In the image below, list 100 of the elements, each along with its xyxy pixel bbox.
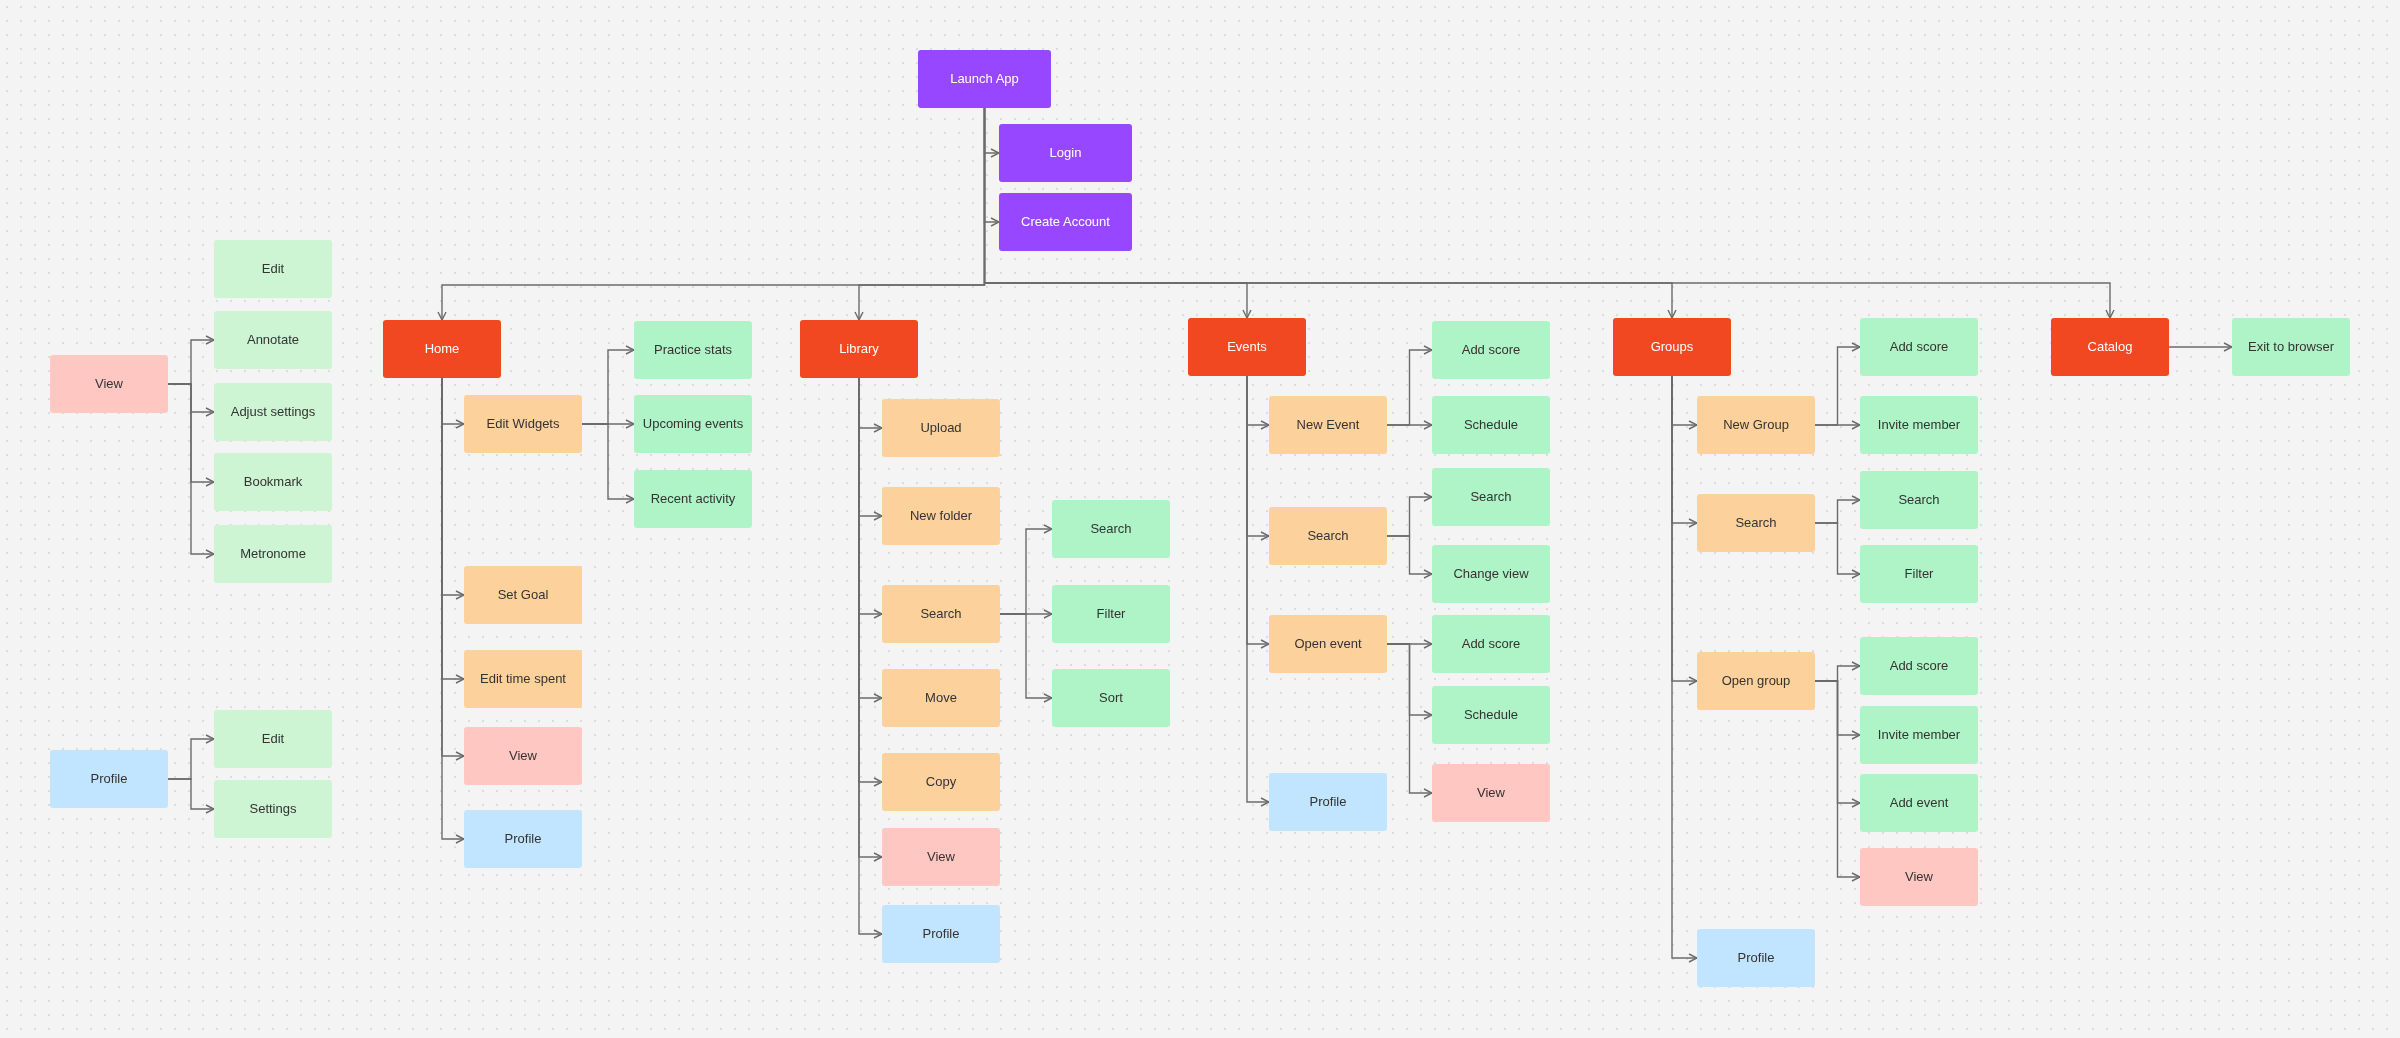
node-label: New folder bbox=[908, 508, 974, 524]
arrow bbox=[1814, 522, 1861, 579]
option-box bbox=[1052, 585, 1170, 643]
action-box bbox=[464, 566, 582, 624]
view-box bbox=[50, 355, 168, 413]
node-label: Metronome bbox=[239, 546, 307, 562]
option-box bbox=[1860, 774, 1978, 832]
node-label: Filter bbox=[1095, 606, 1127, 622]
node-label: Add score bbox=[1888, 339, 1950, 355]
node-label: Events bbox=[1226, 339, 1268, 355]
node-label: Profile bbox=[1308, 794, 1348, 810]
section-box bbox=[2051, 318, 2169, 376]
view-box bbox=[464, 727, 582, 785]
action-box bbox=[882, 585, 1000, 643]
node-label: Add score bbox=[1460, 342, 1522, 358]
node-label: Groups bbox=[1649, 339, 1695, 355]
node-label: New Event bbox=[1295, 417, 1361, 433]
arrow bbox=[167, 778, 215, 814]
option-box bbox=[1432, 396, 1550, 454]
node-label: Profile bbox=[921, 926, 961, 942]
node-label: Recent activity bbox=[649, 491, 737, 507]
action-box bbox=[464, 395, 582, 453]
node-label: Bookmark bbox=[242, 474, 304, 490]
option-box bbox=[214, 383, 332, 441]
node-label: Schedule bbox=[1462, 707, 1520, 723]
node-label: Search bbox=[919, 606, 963, 622]
section-box bbox=[1188, 318, 1306, 376]
option-box bbox=[1860, 471, 1978, 529]
node-label: New Group bbox=[1722, 417, 1790, 433]
node-label: Upload bbox=[919, 420, 963, 436]
node-label: Open event bbox=[1293, 636, 1363, 652]
action-box bbox=[882, 399, 1000, 457]
node-label: Profile bbox=[89, 771, 129, 787]
node-label: View bbox=[926, 849, 956, 865]
node-label: View bbox=[1904, 869, 1934, 885]
option-box bbox=[1860, 706, 1978, 764]
action-box bbox=[1697, 494, 1815, 552]
node-label: Upcoming events bbox=[641, 416, 745, 432]
node-label: Home bbox=[423, 341, 461, 357]
action-box bbox=[882, 669, 1000, 727]
node-label: Invite member bbox=[1876, 417, 1962, 433]
node-label: Schedule bbox=[1462, 417, 1520, 433]
option-box bbox=[1860, 396, 1978, 454]
option-box bbox=[1052, 669, 1170, 727]
option-box bbox=[1052, 500, 1170, 558]
node-label: Profile bbox=[1736, 950, 1776, 966]
option-box bbox=[214, 780, 332, 838]
option-box bbox=[1432, 545, 1550, 603]
option-box bbox=[214, 240, 332, 298]
node-label: Profile bbox=[503, 831, 543, 847]
option-box bbox=[214, 525, 332, 583]
node-label: Copy bbox=[924, 774, 958, 790]
node-label: Edit time spent bbox=[479, 671, 567, 687]
node-label: Change view bbox=[1452, 566, 1530, 582]
node-label: Open group bbox=[1720, 673, 1792, 689]
process-box bbox=[918, 50, 1051, 108]
process-box bbox=[999, 193, 1132, 251]
option-box bbox=[1432, 615, 1550, 673]
option-box bbox=[1860, 318, 1978, 376]
option-box bbox=[214, 311, 332, 369]
option-box bbox=[634, 470, 752, 528]
node-label: Search bbox=[1897, 492, 1941, 508]
node-label: Edit Widgets bbox=[485, 416, 561, 432]
profile-box bbox=[1697, 929, 1815, 987]
node-label: Practice stats bbox=[653, 342, 733, 358]
profile-box bbox=[464, 810, 582, 868]
action-box bbox=[1697, 396, 1815, 454]
option-box bbox=[634, 321, 752, 379]
option-box bbox=[1860, 545, 1978, 603]
node-label: Search bbox=[1734, 515, 1778, 531]
node-label: View bbox=[1476, 785, 1506, 801]
view-box bbox=[882, 828, 1000, 886]
node-label: Add score bbox=[1888, 658, 1950, 674]
action-box bbox=[882, 753, 1000, 811]
node-label: View bbox=[508, 748, 538, 764]
node-label: Set Goal bbox=[496, 587, 550, 603]
node-label: Catalog bbox=[2086, 339, 2134, 355]
node-label: View bbox=[94, 376, 124, 392]
node-label: Search bbox=[1469, 489, 1513, 505]
node-label: Move bbox=[924, 690, 958, 706]
arrow bbox=[1386, 643, 1433, 798]
node-label: Library bbox=[838, 341, 880, 357]
option-box bbox=[1860, 637, 1978, 695]
option-box bbox=[1432, 686, 1550, 744]
arrow bbox=[999, 613, 1053, 703]
node-label: Annotate bbox=[245, 332, 300, 348]
node-label: Login bbox=[1048, 145, 1083, 161]
section-box bbox=[383, 320, 501, 378]
option-box bbox=[214, 710, 332, 768]
node-label: Sort bbox=[1098, 690, 1124, 706]
action-box bbox=[1697, 652, 1815, 710]
view-box bbox=[1860, 848, 1978, 906]
profile-box bbox=[50, 750, 168, 808]
node-label: Edit bbox=[260, 261, 286, 277]
action-box bbox=[1269, 507, 1387, 565]
arrow bbox=[1386, 535, 1433, 579]
option-box bbox=[634, 395, 752, 453]
arrow bbox=[983, 107, 2115, 319]
action-box bbox=[1269, 396, 1387, 454]
arrow bbox=[1386, 420, 1433, 430]
